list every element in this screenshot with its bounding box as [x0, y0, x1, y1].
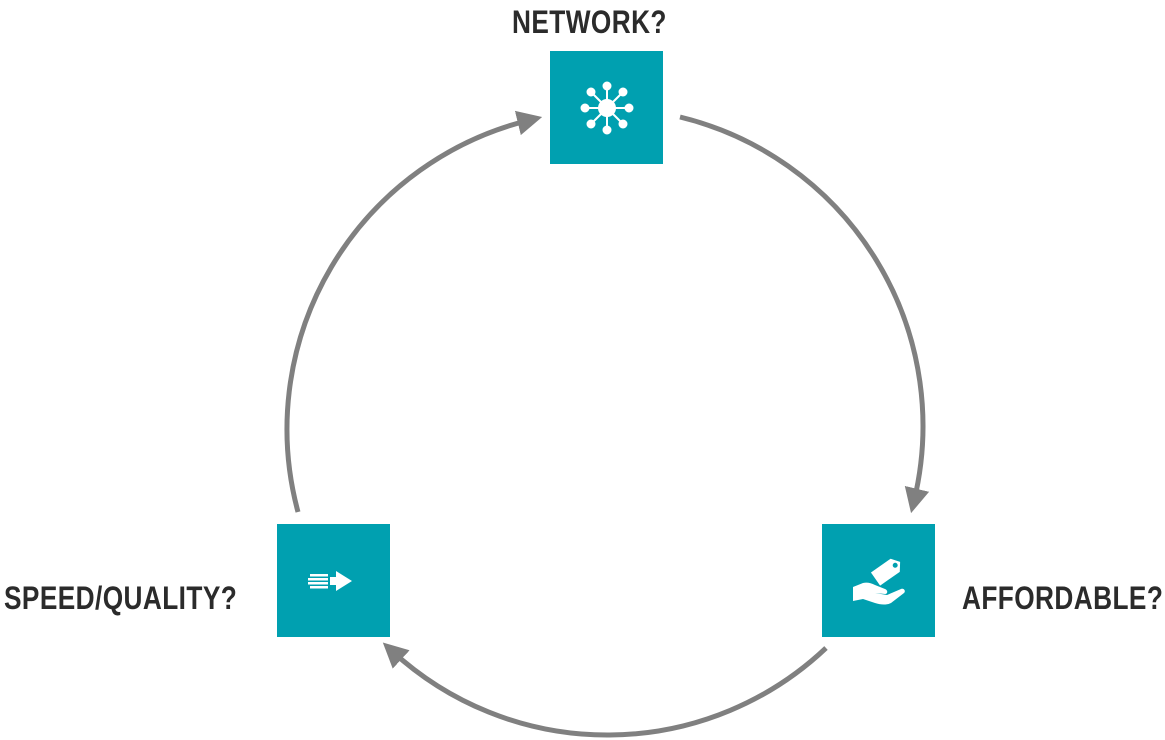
fast-arrow-icon — [307, 570, 352, 591]
affordable-node — [822, 524, 935, 637]
arrow-affordable-to-speed — [382, 642, 828, 738]
network-icon — [580, 81, 633, 134]
speed-quality-label: SPEED/QUALITY? — [4, 580, 238, 616]
network-node — [550, 51, 663, 164]
affordable-label: AFFORDABLE? — [962, 580, 1164, 616]
speed-quality-node — [277, 524, 390, 637]
network-label: NETWORK? — [512, 4, 667, 40]
arrow-network-to-affordable — [679, 114, 930, 514]
arrow-speed-to-network — [284, 110, 543, 513]
hand-price-tag-icon — [852, 558, 905, 604]
